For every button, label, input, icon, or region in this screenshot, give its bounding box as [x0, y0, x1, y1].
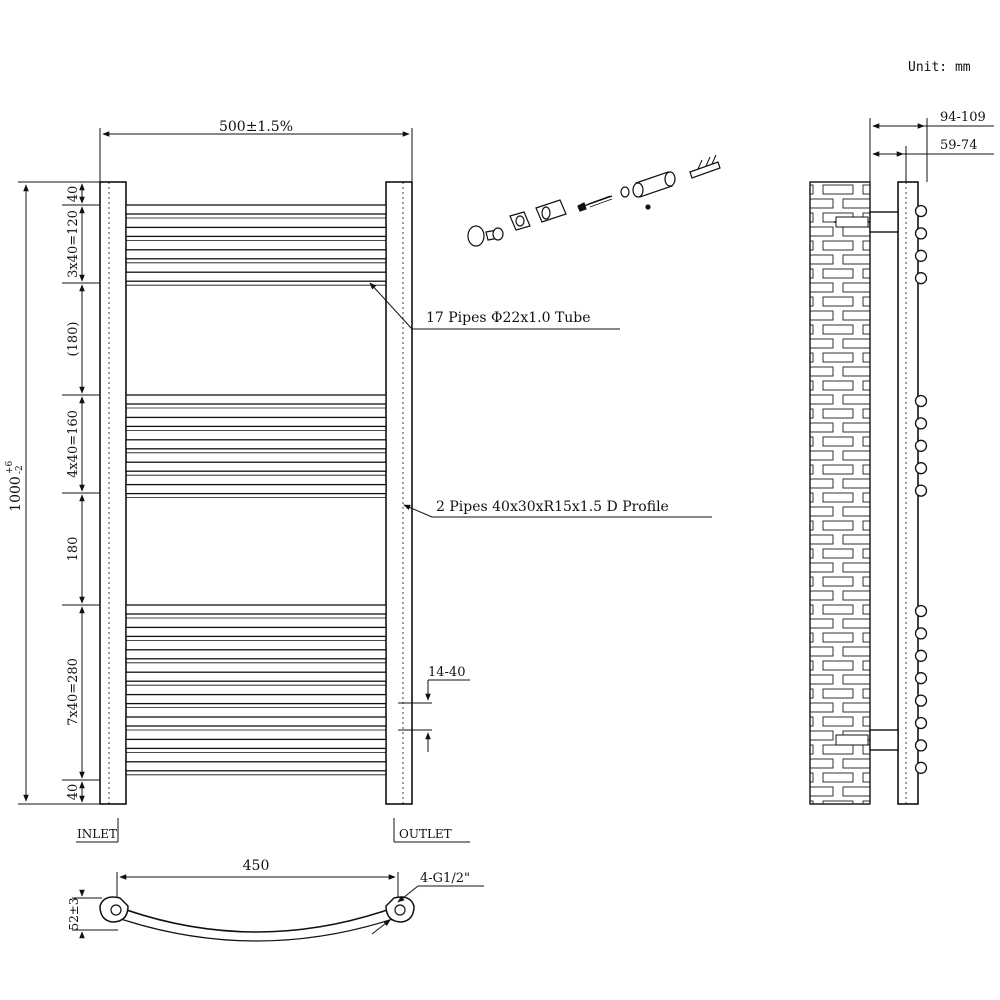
horizontal-rail [125, 439, 387, 450]
bottom-depth-dim: 52±3 [67, 898, 81, 931]
rail-end-section [914, 249, 928, 262]
front-view [18, 128, 712, 843]
inlet-connection [99, 896, 129, 923]
height-tol-lower: -2 [15, 465, 25, 474]
top-bracket [869, 211, 899, 233]
rail-end-section [914, 672, 928, 685]
dim-bottom-40: 40 [66, 784, 81, 801]
horizontal-rail [125, 649, 387, 660]
rail-end-section [914, 649, 928, 662]
left-profile-pipe [99, 181, 127, 805]
rail-end-section [914, 394, 928, 408]
offset-dimension: 14-40 [428, 665, 465, 680]
rail-end-section [914, 694, 928, 707]
side-dim-outer: 94-109 [940, 110, 986, 125]
bottom-view [72, 872, 484, 942]
dim-4x40: 4x40=160 [66, 410, 81, 478]
horizontal-rail [125, 604, 387, 615]
rail-end-section [914, 272, 928, 285]
horizontal-rail [125, 738, 387, 750]
height-tol-upper: +6 [5, 460, 15, 474]
rail-end-section [914, 716, 928, 730]
horizontal-rail [125, 204, 387, 215]
horizontal-rail [125, 671, 387, 682]
washer [620, 186, 630, 198]
wall-plug [689, 161, 721, 179]
bottom-bracket [869, 729, 899, 751]
right-profile-pipe [385, 181, 413, 805]
horizontal-rail [125, 394, 387, 405]
rail-end-section [914, 484, 928, 497]
unit-label: Unit: mm [908, 60, 971, 75]
cover-cap [467, 225, 485, 247]
rail-end-section [914, 439, 928, 452]
outlet-connection [385, 896, 415, 923]
dim-180: 180 [66, 537, 81, 562]
bottom-width-dim: 450 [243, 858, 270, 874]
callout-pipes: 17 Pipes Φ22x1.0 Tube [426, 310, 591, 326]
horizontal-rail [125, 693, 387, 705]
dim-7x40: 7x40=280 [66, 658, 81, 726]
horizontal-rail [125, 461, 387, 472]
rail-end-section [914, 204, 928, 218]
inlet-label: INLET [77, 827, 117, 841]
horizontal-rail [125, 483, 387, 495]
curved-rail-inner [111, 915, 403, 942]
callout-profile: 2 Pipes 40x30xR15x1.5 D Profile [436, 499, 669, 515]
outlet-label: OUTLET [399, 827, 452, 841]
horizontal-rail [125, 626, 387, 638]
horizontal-rail [125, 226, 387, 238]
bracket-clamp [535, 199, 567, 223]
rail-end-section [914, 627, 928, 640]
side-dim-inner: 59-74 [940, 138, 977, 153]
side-view [809, 118, 994, 805]
connection-label: 4-G1/2" [420, 871, 470, 886]
horizontal-rail [125, 416, 387, 428]
horizontal-rail [125, 761, 387, 772]
side-profile [897, 181, 919, 805]
height-dimension: 1000 +6 -2 [5, 460, 25, 511]
dim-3x40: 3x40=120 [66, 210, 81, 278]
rail-end-section [914, 227, 928, 240]
width-dimension: 500±1.5% [219, 119, 293, 135]
rail-end-section [914, 761, 928, 774]
fixing-kit [467, 154, 721, 247]
rail-end-section [914, 604, 928, 618]
height-value: 1000 [8, 476, 24, 512]
horizontal-rail [125, 716, 387, 727]
rail-end-section [914, 462, 928, 475]
dim-top-40: 40 [66, 186, 81, 203]
curved-rail-outer [109, 903, 405, 933]
horizontal-rail [125, 271, 387, 282]
rail-end-section [914, 739, 928, 752]
horizontal-rail [125, 249, 387, 260]
dim-180-ref: (180) [66, 322, 81, 357]
brick-wall [809, 181, 871, 805]
rail-end-section [914, 417, 928, 430]
